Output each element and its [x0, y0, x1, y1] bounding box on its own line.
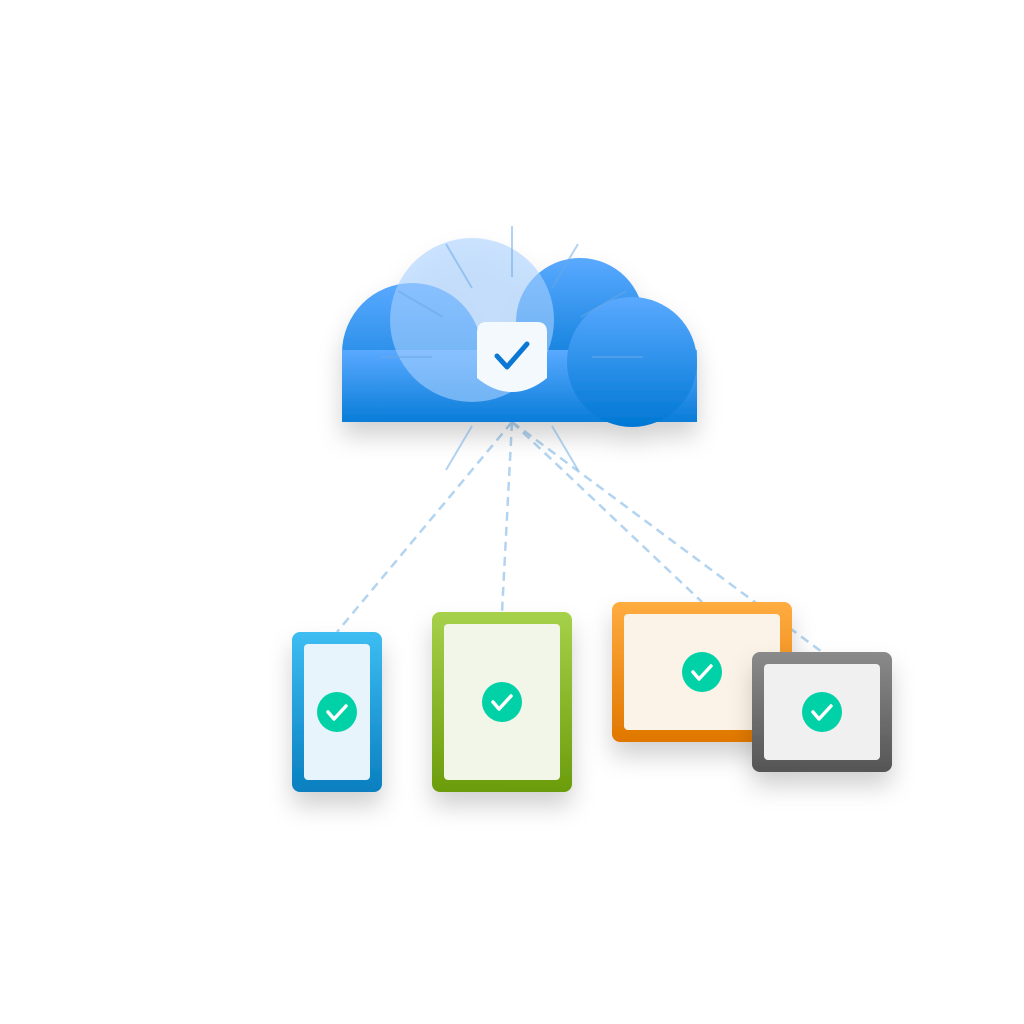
- connector-tablet: [500, 421, 514, 613]
- check-circle-icon: [682, 652, 722, 692]
- connector-laptop: [511, 421, 703, 603]
- check-circle-icon: [482, 682, 522, 722]
- check-circle-icon: [317, 692, 357, 732]
- signal-rays: [381, 226, 643, 471]
- check-circle-icon: [802, 692, 842, 732]
- shield-check-icon: [477, 322, 547, 392]
- connector-phone: [336, 421, 513, 633]
